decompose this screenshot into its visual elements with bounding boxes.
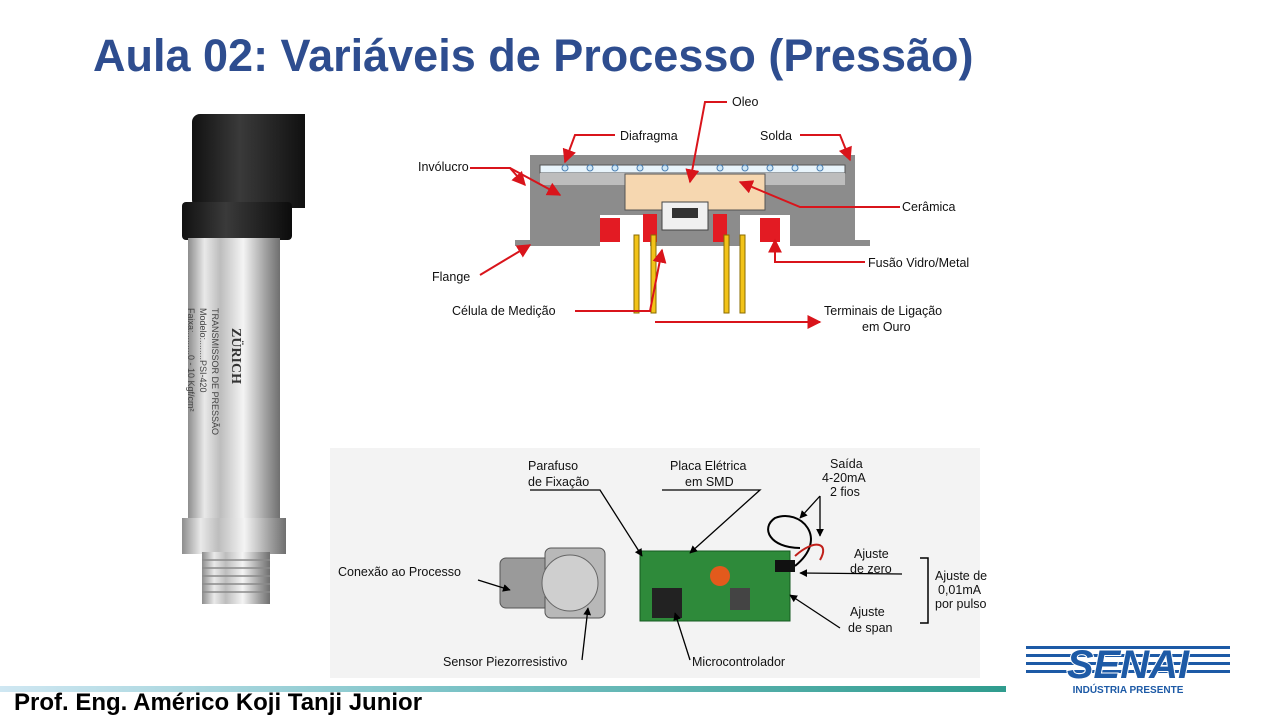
label-ajuste-zero-1: Ajuste: [854, 547, 889, 561]
slide-title: Aula 02: Variáveis de Processo (Pressão): [93, 30, 974, 81]
label-ajuste-de-1: Ajuste de: [935, 569, 987, 583]
label-terminais-1: Terminais de Ligação: [824, 304, 942, 318]
label-ajuste-span-2: de span: [848, 621, 893, 635]
label-ajuste-zero-2: de zero: [850, 562, 892, 576]
label-terminais-2: em Ouro: [862, 320, 911, 334]
label-placa-1: Placa Elétrica: [670, 459, 746, 473]
transmitter-brand: ZÜRICH: [228, 328, 245, 384]
label-saida-2: 4-20mA: [822, 471, 866, 485]
transmitter-line1: TRANSMISSOR DE PRESSÃO: [210, 308, 220, 435]
label-ajuste-de-2: 0,01mA: [938, 583, 982, 597]
label-sensor: Sensor Piezorresistivo: [443, 655, 567, 669]
label-fusao: Fusão Vidro/Metal: [868, 256, 969, 270]
label-micro: Microcontrolador: [692, 655, 785, 669]
label-diafragma: Diafragma: [620, 129, 678, 143]
label-oleo: Oleo: [732, 95, 758, 109]
senai-logo-tagline: INDÚSTRIA PRESENTE: [1073, 683, 1184, 696]
label-involucro: Invólucro: [418, 160, 469, 174]
label-celula: Célula de Medição: [452, 304, 556, 318]
label-saida-1: Saída: [830, 457, 863, 471]
electronics-board-diagram: Parafuso de Fixação Placa Elétrica em SM…: [330, 448, 987, 678]
label-parafuso-2: de Fixação: [528, 475, 589, 489]
footer-divider: [0, 686, 1006, 692]
cell-cross-section-diagram: Oleo Diafragma Solda Invólucro Cerâmica …: [418, 95, 969, 334]
pressure-transmitter-image: ZÜRICH TRANSMISSOR DE PRESSÃO Modelo:...…: [182, 114, 305, 604]
senai-logo: SENAI INDÚSTRIA PRESENTE: [1026, 642, 1230, 696]
label-ceramica: Cerâmica: [902, 200, 956, 214]
label-solda: Solda: [760, 129, 792, 143]
senai-logo-name: SENAI: [1067, 643, 1190, 687]
label-parafuso-1: Parafuso: [528, 459, 578, 473]
label-conexao: Conexão ao Processo: [338, 565, 461, 579]
transmitter-line3: Faixa:.........0 - 10 Kgf/cm²: [186, 308, 196, 412]
label-saida-3: 2 fios: [830, 485, 860, 499]
transmitter-line2: Modelo:........PSI-420: [198, 308, 208, 393]
author-name: Prof. Eng. Américo Koji Tanji Junior: [14, 689, 423, 716]
label-flange: Flange: [432, 270, 470, 284]
label-ajuste-de-3: por pulso: [935, 597, 986, 611]
label-ajuste-span-1: Ajuste: [850, 605, 885, 619]
label-placa-2: em SMD: [685, 475, 734, 489]
